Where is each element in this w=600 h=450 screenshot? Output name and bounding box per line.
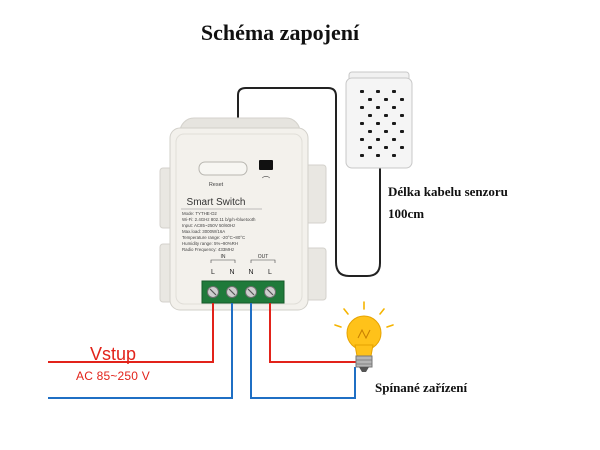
sensor-vent: [376, 138, 380, 141]
sensor-vent: [392, 90, 396, 93]
sensor-vent: [368, 114, 372, 117]
sensor-vent: [376, 90, 380, 93]
reset-button[interactable]: [198, 161, 248, 176]
sensor-vent: [400, 146, 404, 149]
out-bracket: [250, 259, 276, 263]
sensor-vent: [376, 106, 380, 109]
sensor-vent: [392, 154, 396, 157]
sensor-vent: [376, 122, 380, 125]
input-label: Vstup: [90, 344, 137, 364]
sensor-vent: [360, 154, 364, 157]
screw-slot: [266, 288, 274, 296]
switch-name: Smart Switch: [187, 197, 246, 208]
sensor-vent: [384, 130, 388, 133]
sensor-vent: [392, 122, 396, 125]
spec-line: Max.load: 3000W/16A: [182, 229, 225, 234]
terminal-block: [201, 280, 285, 304]
out-label: OUT: [258, 254, 269, 260]
sensor-vent: [400, 114, 404, 117]
terminal-label: N: [248, 269, 253, 276]
sensor-vent: [392, 106, 396, 109]
terminal-label: L: [211, 269, 215, 276]
sensor-vent: [376, 154, 380, 157]
spec-line: Radio Frequency: 433MHz: [182, 247, 234, 252]
sensor-vent: [360, 122, 364, 125]
output-live-wire: [269, 303, 356, 363]
input-live-wire: [48, 303, 214, 363]
sensor-vent: [384, 114, 388, 117]
sensor-vent: [360, 90, 364, 93]
spec-line: Temperature range: -20°C~80°C: [182, 235, 245, 240]
sensor-vent: [384, 146, 388, 149]
sensor-vent: [368, 98, 372, 101]
page-title: Schéma zapojení: [200, 20, 360, 45]
sensor-vent: [400, 130, 404, 133]
sensor-vent: [400, 98, 404, 101]
sensor-vent: [360, 106, 364, 109]
sensor-vent: [360, 138, 364, 141]
screw-slot: [247, 288, 255, 296]
input-voltage: AC 85~250 V: [76, 369, 150, 383]
spec-line: Input: AC85~250V 50/60Hz: [182, 223, 235, 228]
spec-line: Mode: TYTHE-D2: [182, 211, 217, 216]
input-neutral-wire: [48, 303, 233, 399]
spec-line: Wi-Fi: 2.4GHz 802.11 b/g/n+bluetooth: [182, 217, 256, 222]
reset-label: Reset: [209, 182, 224, 188]
spec-line: Humidity range: 5%~90%RH: [182, 241, 238, 246]
terminal-label: N: [229, 269, 234, 276]
wifi-icon: ⌒: [262, 176, 270, 185]
sensor-cable-length: 100cm: [388, 206, 425, 221]
screw-slot: [228, 288, 236, 296]
status-led-icon: [259, 160, 273, 170]
screw-slot: [209, 288, 217, 296]
sensor-vent: [392, 138, 396, 141]
sensor-cable: [237, 87, 381, 277]
in-bracket: [210, 259, 236, 263]
sensor-vent: [368, 146, 372, 149]
in-label: IN: [221, 254, 226, 260]
sensor-vent: [384, 98, 388, 101]
light-bulb-icon: [334, 301, 394, 372]
sensor-cable-label: Délka kabelu senzoru: [388, 184, 508, 199]
terminal-label: L: [268, 269, 272, 276]
sensor-vent: [368, 130, 372, 133]
output-neutral-wire: [250, 303, 356, 399]
temperature-humidity-sensor-icon: [345, 71, 413, 169]
device-label: Spínané zařízení: [375, 380, 468, 395]
